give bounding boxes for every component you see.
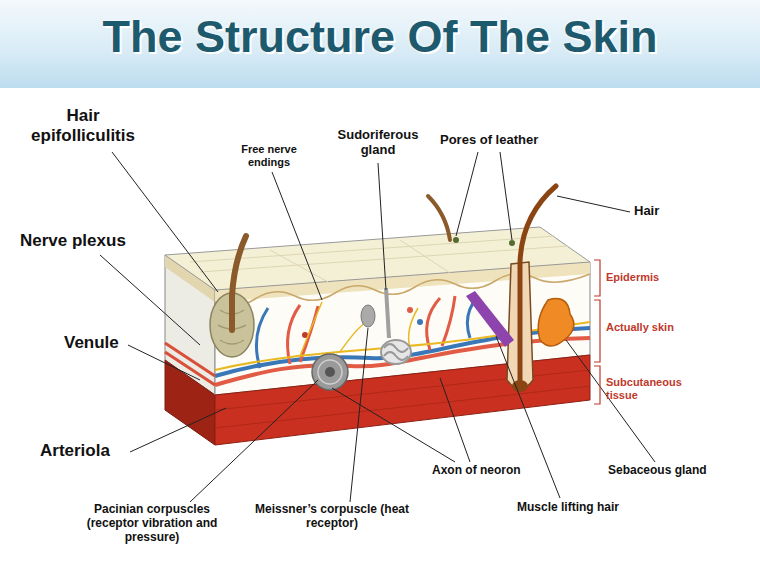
part-label: Pacinian corpuscles (receptor vibration …: [68, 503, 236, 544]
part-label: Epidermis: [606, 271, 659, 284]
part-label: Arteriola: [40, 441, 110, 461]
part-label: Subcutaneous tissue: [606, 376, 698, 401]
part-label: Venule: [64, 333, 119, 353]
title: The Structure Of The Skin: [0, 10, 760, 64]
part-label: Pores of leather: [440, 133, 538, 148]
part-label: Actually skin: [606, 321, 674, 334]
part-label: Hair: [634, 204, 659, 219]
part-label: Sudoriferous gland: [328, 128, 428, 158]
part-label: Sebaceous gland: [608, 464, 707, 478]
part-label: Muscle lifting hair: [517, 501, 619, 515]
part-label: Meissner’s corpuscle (heat receptor): [242, 503, 422, 531]
part-label: Nerve plexus: [20, 231, 126, 251]
part-label: Free nerve endings: [232, 143, 306, 168]
part-label: Hair epifolliculitis: [18, 106, 148, 145]
part-label: Axon of neoron: [432, 464, 521, 478]
